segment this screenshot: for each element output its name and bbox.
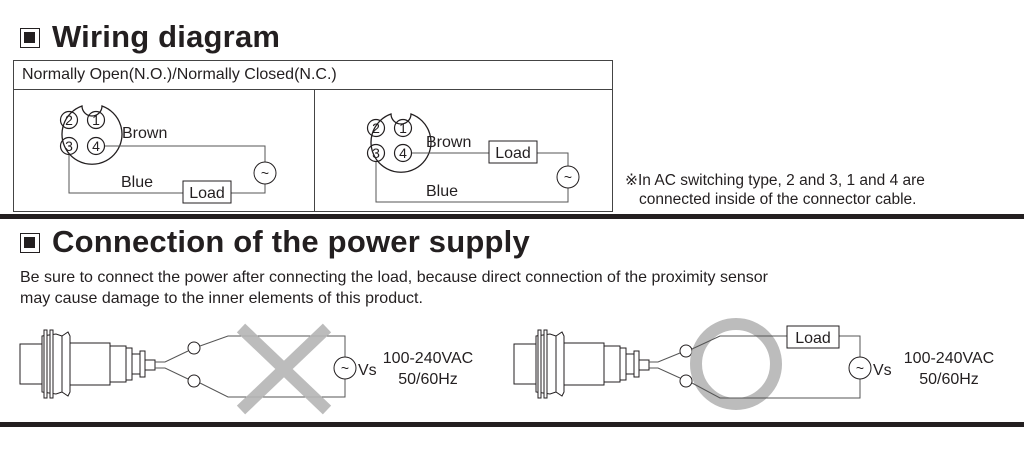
note-line-1: ※In AC switching type, 2 and 3, 1 and 4 … — [625, 172, 925, 189]
wire-bottom — [199, 379, 346, 398]
pin-4 — [393, 143, 413, 163]
pin-4 — [86, 136, 106, 156]
source-wire — [231, 184, 266, 194]
wiring-diagram-no: 2 1 3 4 Brown Blue Load ~ — [59, 105, 277, 204]
sensor-wire-bottom — [155, 367, 189, 380]
pin-2-label: 2 — [372, 120, 380, 136]
connector-face-icon — [61, 105, 123, 165]
terminal-bottom — [187, 374, 201, 388]
pin-3 — [366, 143, 386, 163]
pin-2 — [366, 118, 386, 138]
pin-4-label: 4 — [92, 138, 100, 154]
blue-wire — [375, 162, 569, 203]
power-desc-line-1: Be sure to connect the power after conne… — [20, 269, 768, 286]
load-box — [182, 180, 232, 204]
brown-label: Brown — [122, 125, 167, 142]
sensor-wire-top — [155, 350, 189, 363]
load-box — [488, 140, 538, 164]
brown-wire — [105, 145, 266, 162]
ac-source-icon — [848, 356, 872, 380]
wire-top — [199, 335, 346, 357]
voltage-label: 100-240VAC — [383, 350, 473, 367]
pin-1-label: 1 — [92, 112, 100, 128]
section-bullet-icon — [20, 233, 40, 253]
power-supply-title: Connection of the power supply — [52, 224, 530, 259]
terminal-bottom — [679, 374, 693, 388]
wiring-diagram-title: Wiring diagram — [52, 19, 281, 54]
ac-source-symbol: ~ — [261, 165, 269, 181]
voltage-label: 100-240VAC — [904, 350, 994, 367]
blue-label: Blue — [121, 174, 153, 191]
load-label: Load — [495, 145, 531, 162]
ac-source-symbol: ~ — [341, 360, 349, 376]
brown-label: Brown — [426, 134, 471, 151]
pin-4-label: 4 — [399, 145, 407, 161]
load-label: Load — [189, 185, 225, 202]
section-divider — [0, 214, 1024, 219]
table-column-divider — [314, 89, 315, 212]
pin-2-label: 2 — [65, 112, 73, 128]
connector-face-icon — [370, 113, 432, 173]
pin-2 — [59, 110, 79, 130]
frequency-label: 50/60Hz — [398, 371, 458, 388]
blue-wire — [68, 155, 183, 194]
section-divider — [0, 422, 1024, 427]
incorrect-x-mark-icon — [236, 323, 332, 415]
correct-connection-diagram: Load ~ Vs 100-240VAC 50/60Hz — [513, 318, 994, 410]
wiring-diagram-nc: 2 1 3 4 Brown Blue Load ~ — [366, 113, 580, 203]
pin-3 — [59, 136, 79, 156]
pin-3-label: 3 — [65, 138, 73, 154]
ac-source-icon — [253, 161, 277, 185]
ac-source-symbol: ~ — [564, 169, 572, 185]
load-label: Load — [795, 330, 831, 347]
pin-3-label: 3 — [372, 145, 380, 161]
table-header: Normally Open(N.O.)/Normally Closed(N.C.… — [22, 66, 337, 83]
load-box — [786, 325, 840, 349]
correct-o-mark-icon — [690, 318, 782, 410]
ac-source-icon — [556, 165, 580, 189]
wire-bottom — [691, 379, 861, 399]
frequency-label: 50/60Hz — [919, 371, 979, 388]
blue-label: Blue — [426, 183, 458, 200]
terminal-top — [187, 341, 201, 355]
pin-1 — [86, 110, 106, 130]
vs-label: Vs — [873, 362, 892, 379]
incorrect-connection-diagram: ~ Vs 100-240VAC 50/60Hz — [19, 323, 473, 415]
pin-1 — [393, 118, 413, 138]
wire-top — [691, 335, 787, 350]
load-wire — [839, 335, 861, 357]
wiring-table: Normally Open(N.O.)/Normally Closed(N.C.… — [13, 60, 613, 212]
ac-source-symbol: ~ — [856, 360, 864, 376]
proximity-sensor-icon — [19, 329, 156, 399]
section-bullet-icon — [20, 28, 40, 48]
note-line-2: connected inside of the connector cable. — [639, 191, 917, 208]
ac-source-icon — [333, 356, 357, 380]
power-desc-line-2: may cause damage to the inner elements o… — [20, 290, 423, 307]
load-wire — [537, 152, 569, 166]
proximity-sensor-icon — [513, 329, 650, 399]
table-divider — [14, 89, 612, 90]
sensor-wire-top — [649, 352, 681, 363]
sensor-wire-bottom — [649, 367, 681, 379]
vs-label: Vs — [358, 362, 377, 379]
pin-1-label: 1 — [399, 120, 407, 136]
terminal-top — [679, 344, 693, 358]
